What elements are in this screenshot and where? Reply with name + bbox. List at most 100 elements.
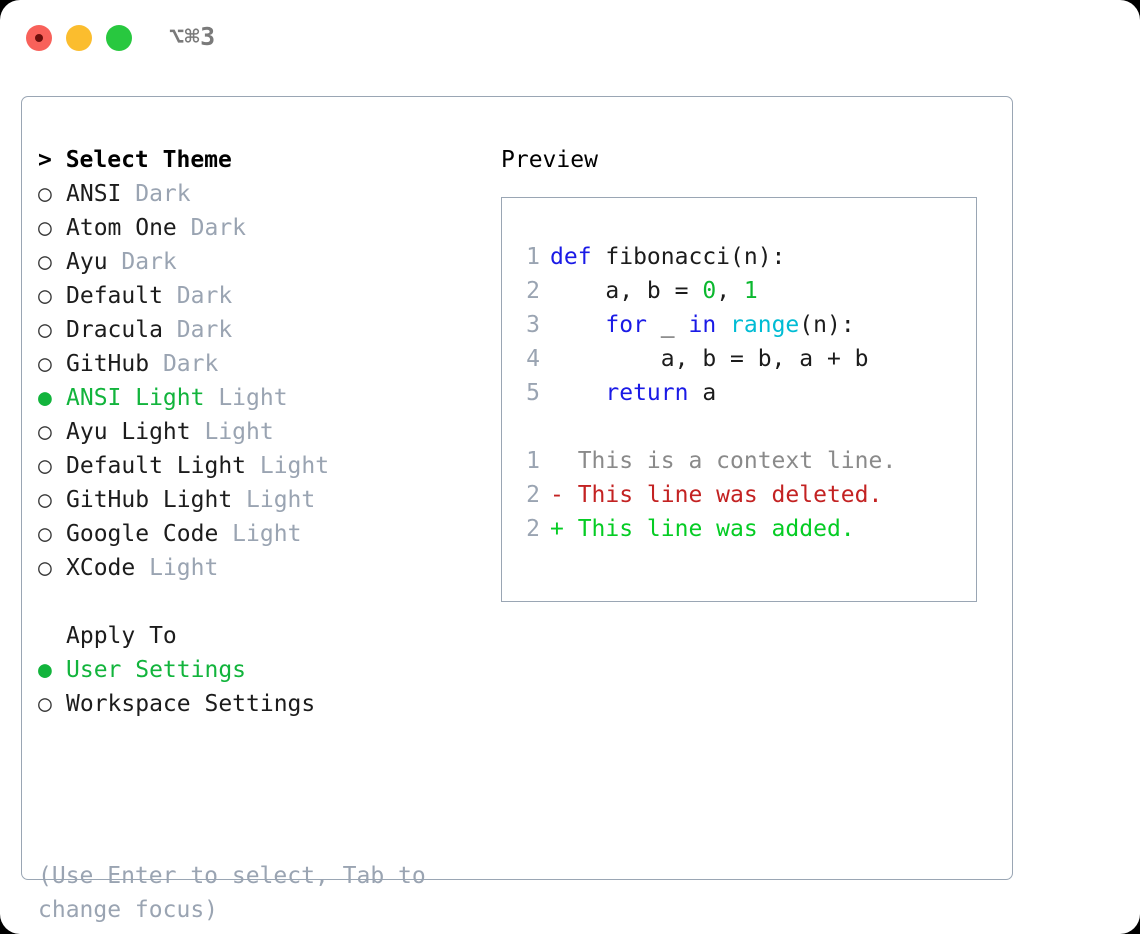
theme-list-item[interactable]: ○ GitHub Dark: [38, 347, 468, 381]
theme-category: Dark: [121, 181, 191, 207]
theme-list-item[interactable]: ○ Atom One Dark: [38, 211, 468, 245]
diff-text: + This line was added.: [550, 516, 855, 542]
help-text: (Use Enter to select, Tab to change focu…: [38, 863, 426, 923]
code-line: 3 for _ in range(n):: [514, 308, 896, 342]
diff-line: 2 - This line was deleted.: [514, 478, 896, 512]
radio-unselected-icon[interactable]: ○: [38, 249, 52, 275]
apply-to-item[interactable]: ● User Settings: [38, 653, 468, 687]
close-button[interactable]: [26, 25, 52, 51]
radio-unselected-icon[interactable]: ○: [38, 419, 52, 445]
code-line: 5 return a: [514, 376, 896, 410]
radio-unselected-icon[interactable]: ○: [38, 351, 52, 377]
theme-category: Light: [135, 555, 219, 581]
maximize-button[interactable]: [106, 25, 132, 51]
theme-category: Dark: [162, 283, 233, 309]
code-token: a, b = b, a + b: [550, 346, 869, 372]
theme-name: Ayu Light: [66, 419, 191, 445]
theme-list-item[interactable]: ●ANSI Light Light: [38, 381, 468, 415]
line-number: 4: [526, 346, 540, 372]
apply-to-label: Workspace Settings: [66, 691, 316, 717]
code-token: a: [688, 380, 717, 406]
preview-title: Preview: [501, 147, 598, 173]
radio-unselected-icon[interactable]: ○: [38, 181, 52, 207]
theme-list-item[interactable]: ○ Default Dark: [38, 279, 468, 313]
radio-unselected-icon[interactable]: ○: [38, 487, 52, 513]
line-number: 3: [526, 312, 540, 338]
radio-unselected-icon[interactable]: ○: [38, 555, 52, 581]
theme-list-item[interactable]: ○Default Light Light: [38, 449, 468, 483]
code-token: 0: [702, 278, 717, 304]
theme-picker-pane: > Select Theme ○ANSI Dark○Atom One Dark○…: [38, 143, 468, 721]
theme-list-item[interactable]: ○ ANSI Dark: [38, 177, 468, 211]
diff-text: This is a context line.: [550, 448, 897, 474]
code-token: [550, 312, 605, 338]
theme-category: Dark: [176, 215, 247, 241]
theme-list-item[interactable]: ○ Dracula Dark: [38, 313, 468, 347]
radio-unselected-icon[interactable]: ○: [38, 691, 52, 717]
code-token: return: [605, 380, 689, 406]
code-token: ,: [716, 278, 744, 304]
code-token: range: [730, 312, 800, 338]
theme-name: ANSI Light: [66, 385, 205, 411]
apply-to-list: ● User Settings ○ Workspace Settings: [38, 653, 468, 721]
code-line: 4 a, b = b, a + b: [514, 342, 896, 376]
theme-category: Light: [218, 521, 302, 547]
radio-selected-icon[interactable]: ●: [38, 385, 52, 411]
diff-line: 1 This is a context line.: [514, 444, 896, 478]
code-token: fibonacci(n):: [605, 244, 786, 270]
radio-unselected-icon[interactable]: ○: [38, 215, 52, 241]
theme-name: Default Light: [66, 453, 247, 479]
theme-name: Default: [66, 283, 163, 309]
code-token: 1: [743, 278, 758, 304]
radio-unselected-icon[interactable]: ○: [38, 283, 52, 309]
list-spacer: [38, 585, 468, 619]
apply-to-header: Apply To: [66, 623, 177, 649]
diff-line: 2+ This line was added.: [514, 512, 896, 546]
theme-name: Dracula: [66, 317, 163, 343]
line-number: 2: [526, 482, 540, 508]
code-token: def: [550, 244, 606, 270]
main-panel: > Select Theme ○ANSI Dark○Atom One Dark○…: [21, 96, 1013, 923]
line-number: 2: [526, 278, 540, 304]
apply-to-item[interactable]: ○ Workspace Settings: [38, 687, 468, 721]
theme-list-item[interactable]: ○ XCode Light: [38, 551, 468, 585]
theme-name: GitHub: [66, 351, 150, 377]
radio-unselected-icon[interactable]: ○: [38, 453, 52, 479]
line-number: 1: [526, 244, 540, 270]
radio-selected-icon[interactable]: ●: [38, 657, 52, 683]
theme-name: ANSI: [66, 181, 122, 207]
theme-list-item[interactable]: ○ Ayu Light Light: [38, 415, 468, 449]
theme-name: Atom One: [66, 215, 177, 241]
minimize-button[interactable]: [66, 25, 92, 51]
theme-list-item[interactable]: ○ Ayu Dark: [38, 245, 468, 279]
theme-name: GitHub Light: [66, 487, 233, 513]
radio-unselected-icon[interactable]: ○: [38, 317, 52, 343]
theme-list-item[interactable]: ○ GitHub Light Light: [38, 483, 468, 517]
code-line: 1 def fibonacci(n):: [514, 240, 896, 274]
title-bar: ⌥⌘3: [0, 0, 1140, 78]
theme-list-item[interactable]: ○ Google Code Light: [38, 517, 468, 551]
theme-name: Google Code: [66, 521, 219, 547]
theme-category: Dark: [149, 351, 219, 377]
line-number: 5: [526, 380, 540, 406]
radio-unselected-icon[interactable]: ○: [38, 521, 52, 547]
code-token: (n):: [799, 312, 855, 338]
theme-category: Light: [190, 419, 274, 445]
keyboard-shortcut-label: ⌥⌘3: [169, 22, 216, 51]
theme-name: XCode: [66, 555, 136, 581]
theme-category: Light: [232, 487, 316, 513]
apply-to-label: User Settings: [66, 657, 247, 683]
code-token: [550, 380, 605, 406]
theme-category: Dark: [162, 317, 233, 343]
theme-category: Dark: [107, 249, 177, 275]
code-token: for: [605, 312, 647, 338]
theme-name: Ayu: [66, 249, 108, 275]
diff-text: - This line was deleted.: [550, 482, 883, 508]
code-token: _: [646, 312, 689, 338]
code-token: [716, 312, 730, 338]
preview-gap: [514, 410, 896, 444]
code-token: in: [688, 312, 717, 338]
